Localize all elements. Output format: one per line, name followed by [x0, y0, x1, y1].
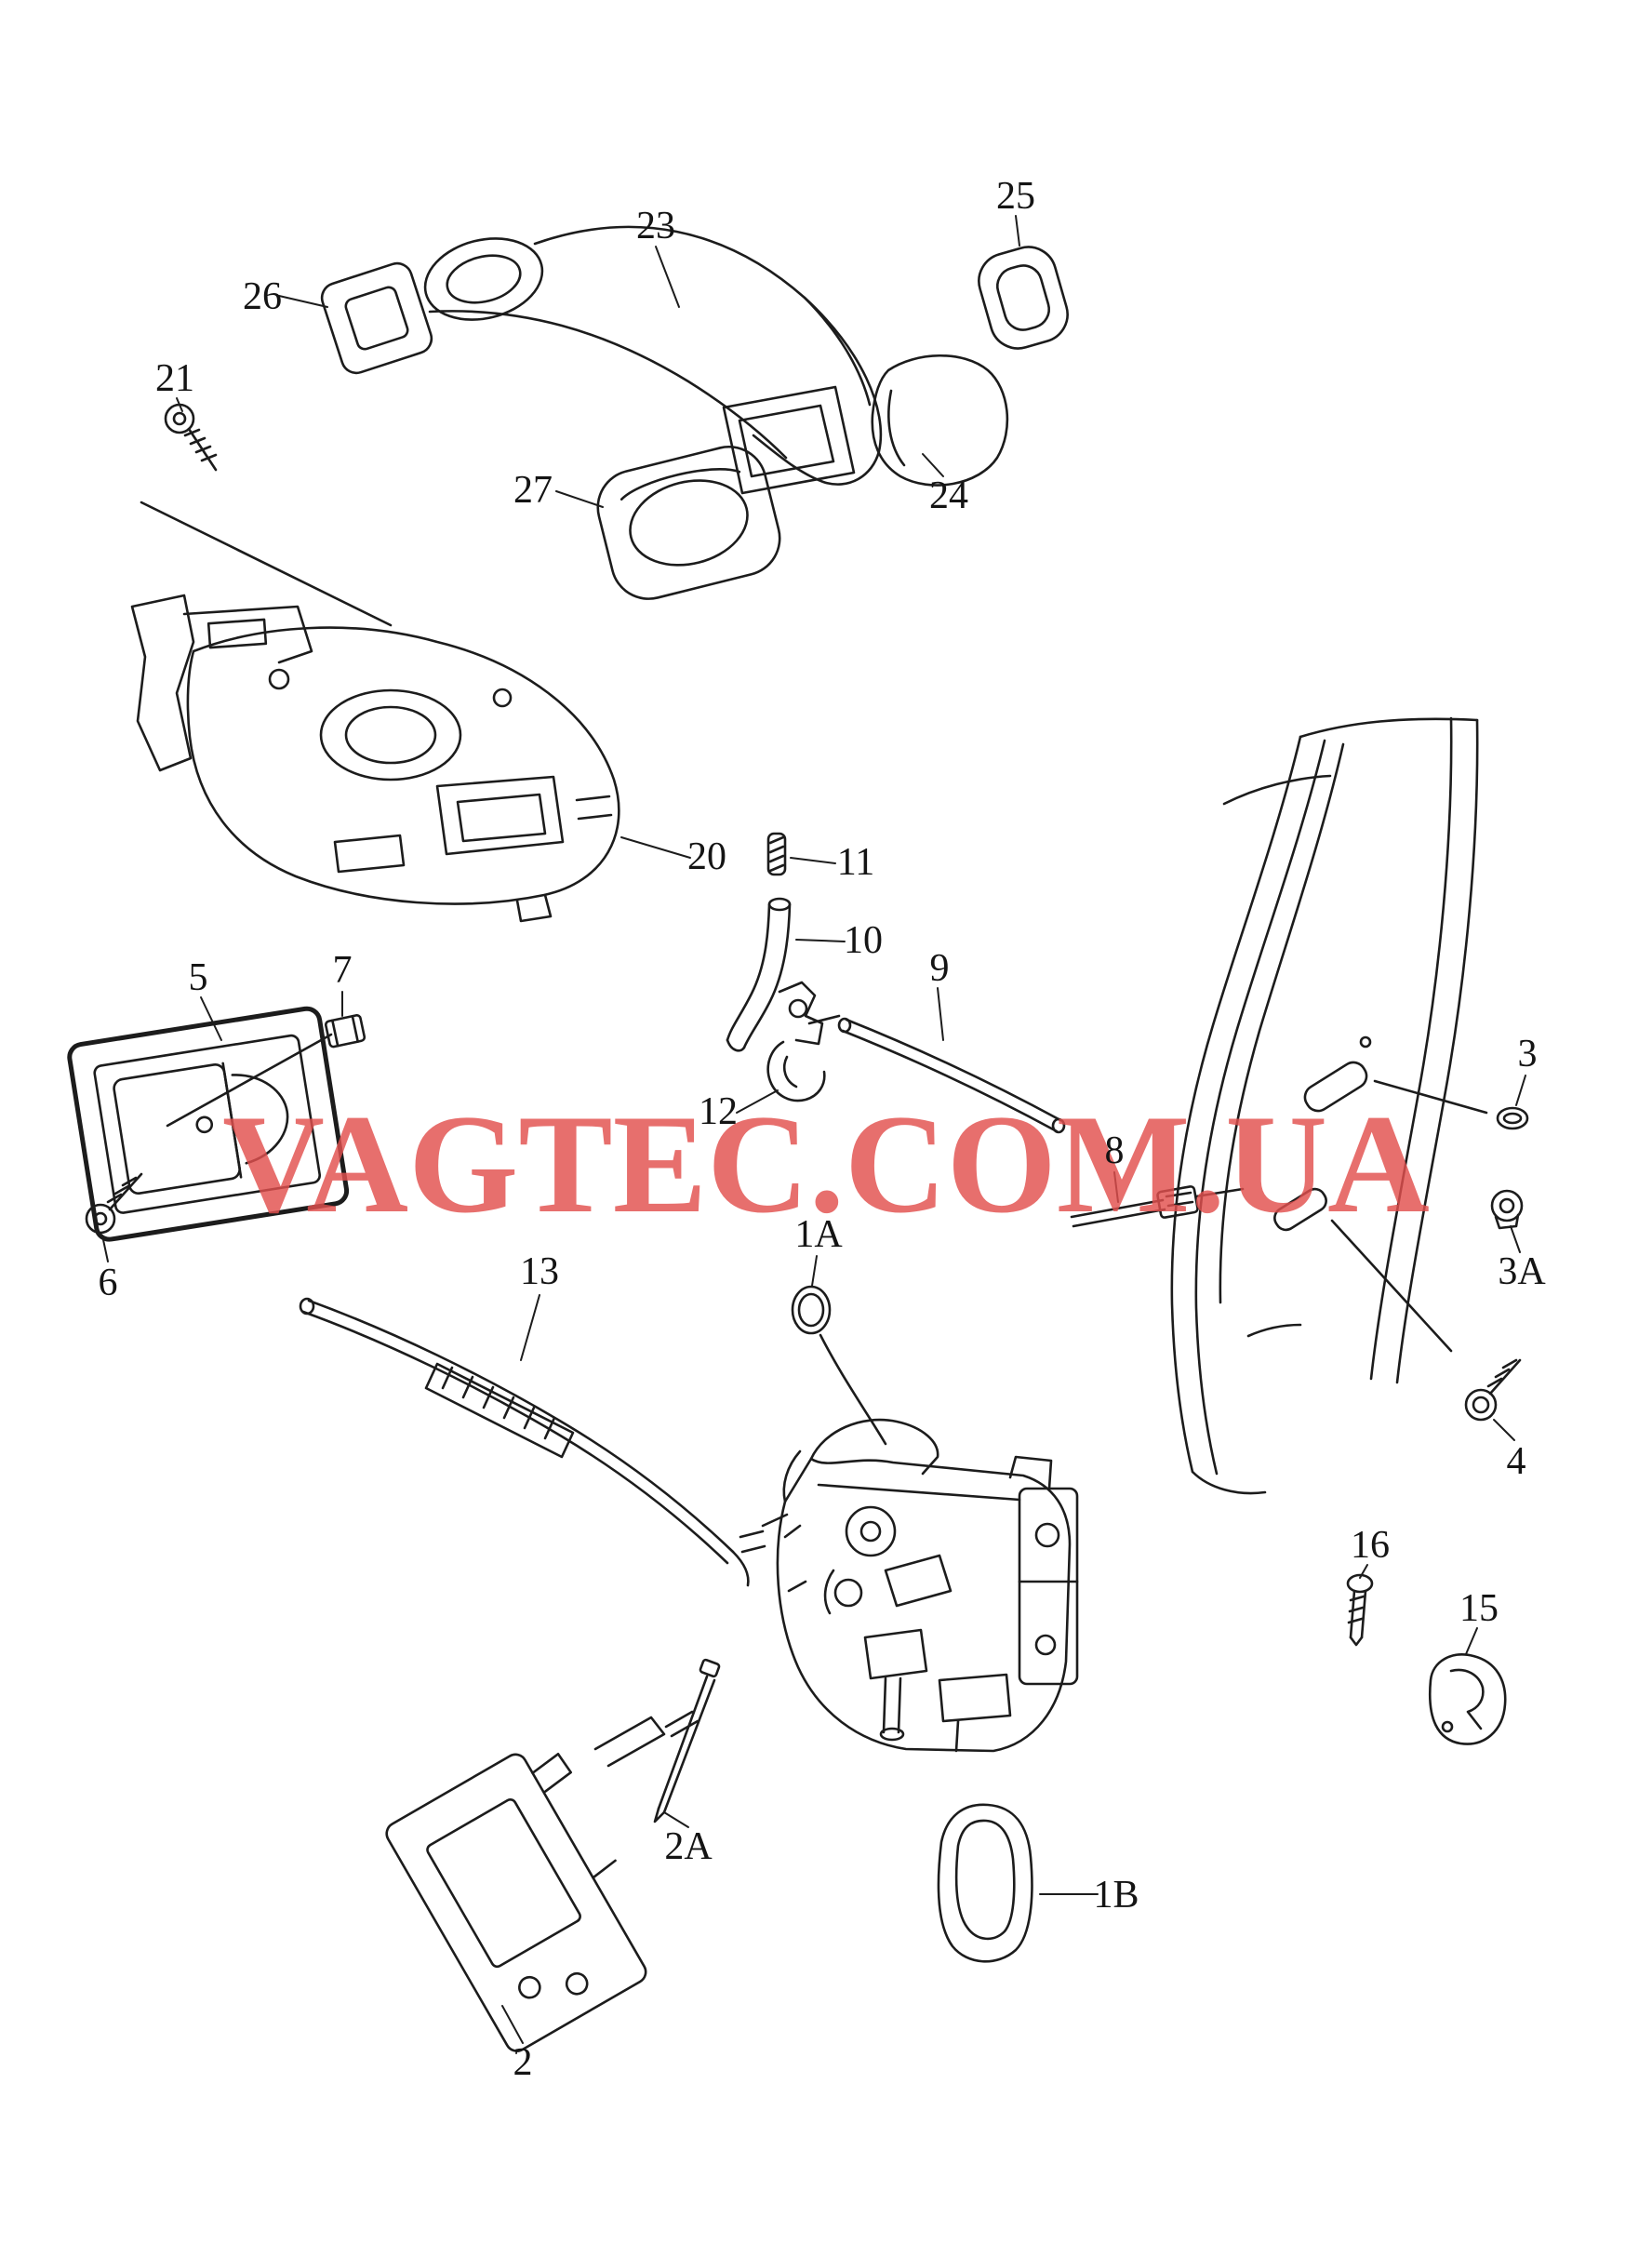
part-door-lock-assembly — [739, 1418, 1079, 1753]
part-12-lever — [766, 981, 841, 1102]
part-1A-oring — [791, 1285, 887, 1446]
part-6-screw — [85, 1033, 333, 1235]
callout-21: 21 — [155, 357, 194, 400]
part-4-screw — [1464, 1358, 1522, 1422]
callout-26: 26 — [243, 275, 282, 318]
callout-10: 10 — [844, 919, 883, 962]
callout-13: 13 — [520, 1250, 559, 1293]
part-23-exterior-handle — [423, 225, 883, 495]
part-21-screw — [140, 403, 393, 627]
leader-lines — [101, 215, 1526, 2044]
part-20-carrier-assembly — [130, 594, 620, 923]
part-2A-pin — [653, 1658, 721, 1823]
watermark: VAGTEC.COM.UA — [222, 1086, 1430, 1242]
part-2-bracket — [385, 1710, 699, 2052]
callout-4: 4 — [1507, 1440, 1526, 1483]
callout-25: 25 — [996, 175, 1035, 218]
part-15-cap — [1428, 1653, 1507, 1745]
callout-3: 3 — [1518, 1033, 1538, 1075]
callout-5: 5 — [189, 956, 208, 999]
callout-8: 8 — [1105, 1129, 1125, 1172]
part-3-seal-ring — [1496, 1106, 1529, 1130]
callout-20: 20 — [687, 835, 726, 878]
callout-6: 6 — [99, 1262, 118, 1304]
part-5-interior-handle — [67, 1006, 350, 1242]
callout-9: 9 — [930, 947, 950, 990]
part-13-rod — [299, 1297, 750, 1587]
part-16-screw — [1346, 1573, 1374, 1647]
part-27-seal — [596, 445, 781, 600]
door-frame — [1170, 716, 1488, 1495]
callout-24: 24 — [929, 474, 968, 517]
part-24-end-cap — [871, 354, 1009, 487]
callout-labels: 26 23 25 21 24 27 20 11 10 9 5 7 12 3 8 … — [99, 175, 1547, 2084]
part-9-rod — [837, 1017, 1066, 1134]
callout-7: 7 — [333, 949, 353, 992]
callout-1B: 1B — [1093, 1874, 1139, 1917]
callout-2A: 2A — [664, 1825, 713, 1868]
part-10-tube — [726, 897, 792, 1052]
callout-15: 15 — [1459, 1587, 1499, 1630]
part-25-gasket — [978, 246, 1069, 350]
part-11-pin — [766, 832, 787, 876]
part-7-clip — [324, 1014, 366, 1049]
callout-11: 11 — [837, 841, 874, 884]
callout-16: 16 — [1351, 1524, 1390, 1567]
callout-2: 2 — [513, 2041, 533, 2084]
callout-3A: 3A — [1498, 1250, 1546, 1293]
part-26-gasket — [320, 261, 433, 375]
callout-12: 12 — [699, 1090, 738, 1133]
callout-1A: 1A — [794, 1213, 843, 1256]
callout-23: 23 — [636, 205, 675, 247]
callout-27: 27 — [513, 469, 553, 512]
part-1B-cover — [937, 1803, 1033, 1963]
part-3A-grommet — [1490, 1189, 1524, 1230]
